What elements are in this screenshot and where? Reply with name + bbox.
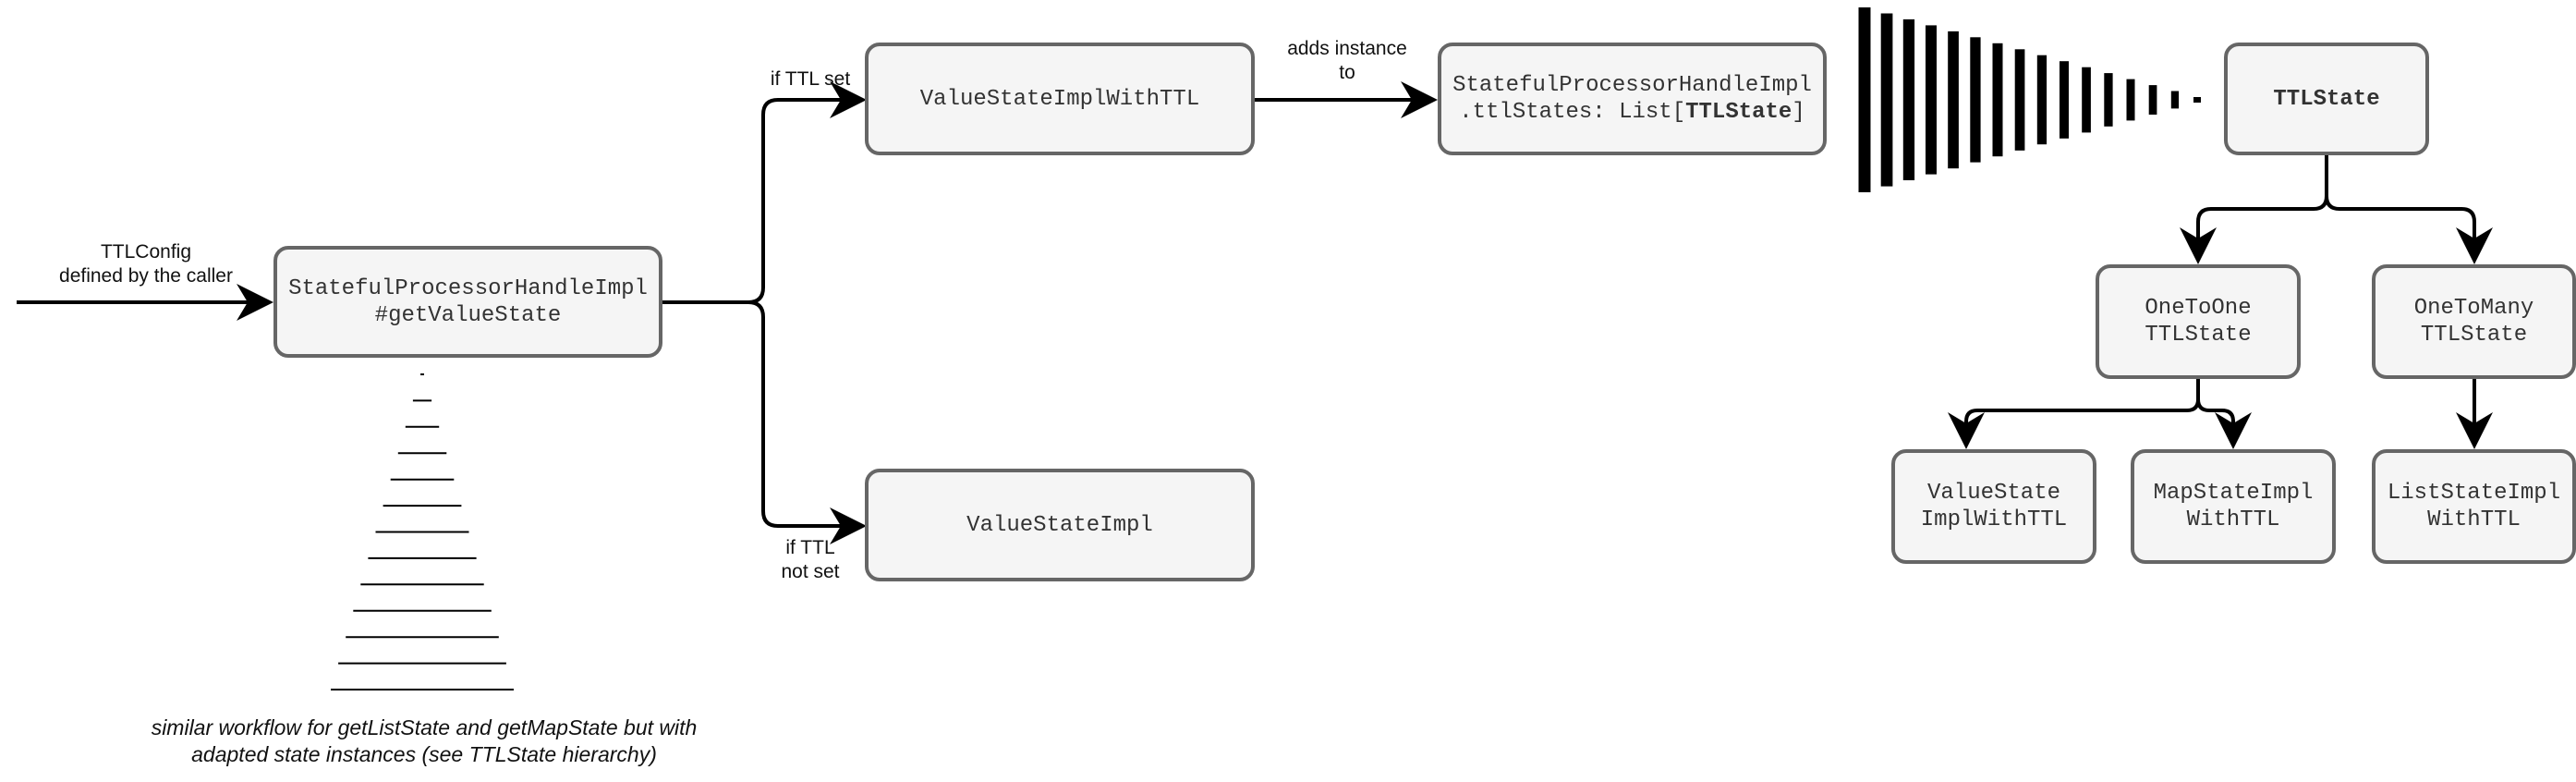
ttl-states-line1: StatefulProcessorHandleImpl (1452, 73, 1812, 98)
wedge-bar (2060, 61, 2069, 139)
one-to-one-line2: TTLState (2145, 323, 2252, 348)
input-label-line2: defined by the caller (59, 265, 233, 287)
ttl-states-line2-bold: TTLState (1685, 100, 1792, 125)
branch-set-label: if TTL set (770, 68, 851, 90)
branch-notset-label: if TTL not set (781, 536, 839, 584)
footnote-line2: adapted state instances (see TTLState hi… (191, 742, 657, 766)
leaf-value-state-line1: ValueState (1926, 481, 2061, 506)
wedge-bar (1992, 43, 2003, 157)
handle-box[interactable]: StatefulProcessorHandleImpl #getValueSta… (273, 246, 662, 358)
wedge-bar (2014, 49, 2025, 151)
ttl-states-box[interactable]: StatefulProcessorHandleImpl .ttlStates: … (1438, 43, 1827, 155)
inheritance-wedge (1858, 7, 2201, 192)
wedge-bar (2170, 91, 2180, 109)
branch-notset-line1: if TTL (785, 537, 835, 558)
wedge-bar (2126, 79, 2135, 121)
value-state-label: ValueStateImpl (966, 512, 1153, 538)
input-label-line1: TTLConfig (100, 241, 192, 263)
input-label: TTLConfig defined by the caller (59, 240, 233, 288)
leaf-map-state-box[interactable]: MapStateImpl WithTTL (2131, 449, 2336, 564)
leaf-map-state-line1: MapStateImpl (2153, 481, 2314, 506)
wedge-bar (1926, 25, 1937, 175)
leaf-list-state-line2: WithTTL (2427, 507, 2521, 532)
wedge-bar (2148, 85, 2157, 115)
ttlstate-box[interactable]: TTLState (2224, 43, 2429, 155)
handle-box-line1: StatefulProcessorHandleImpl (288, 275, 648, 301)
leaf-value-state-line2: ImplWithTTL (1920, 507, 2068, 532)
footnote-line1: similar workflow for getListState and ge… (151, 715, 698, 739)
wedge-bar (1948, 31, 1959, 169)
adds-instance-label: adds instance to (1287, 37, 1407, 85)
wedge-bar (1902, 18, 1915, 181)
wedge-bar (2193, 97, 2201, 103)
leaf-list-state-line1: ListStateImpl (2387, 481, 2561, 506)
leaf-list-state-box[interactable]: ListStateImpl WithTTL (2372, 449, 2576, 564)
handle-box-line2: #getValueState (374, 302, 562, 328)
one-to-one-box[interactable]: OneToOne TTLState (2096, 264, 2301, 379)
wedge-bar (1880, 13, 1893, 187)
value-state-box[interactable]: ValueStateImpl (865, 469, 1255, 581)
wedge-bar (2104, 73, 2113, 127)
branch-notset-line2: not set (781, 561, 840, 582)
edge-handle-to-ttl-impl (662, 81, 867, 304)
adds-instance-line1: adds instance (1287, 38, 1407, 59)
one-to-many-box[interactable]: OneToMany TTLState (2372, 264, 2576, 379)
value-state-ttl-label: ValueStateImplWithTTL (919, 86, 1200, 112)
ttl-states-line2-prefix: .ttlStates: List[ (1459, 100, 1686, 125)
wedge-bar (1858, 7, 1871, 192)
edge-ttlstate-to-one-to-one (2180, 155, 2328, 264)
one-to-many-line2: TTLState (2420, 323, 2528, 348)
leaf-value-state-box[interactable]: ValueState ImplWithTTL (1891, 449, 2096, 564)
one-to-many-line1: OneToMany (2413, 296, 2534, 321)
edge-one-to-one-to-map-state (2196, 398, 2252, 449)
leaf-map-state-line2: WithTTL (2186, 507, 2280, 532)
workflow-pyramid (331, 373, 514, 690)
one-to-one-line1: OneToOne (2145, 296, 2252, 321)
ttlstate-label: TTLState (2273, 86, 2380, 112)
edge-handle-to-impl (747, 300, 867, 544)
ttl-states-line2-suffix: ] (1792, 100, 1805, 125)
edge-one-to-one-to-value-state (1948, 379, 2200, 449)
value-state-ttl-box[interactable]: ValueStateImplWithTTL (865, 43, 1255, 155)
ttl-states-line2: .ttlStates: List[TTLState] (1459, 99, 1804, 126)
wedge-bar (1970, 37, 1981, 163)
wedge-bar (2082, 67, 2091, 133)
adds-instance-line2: to (1339, 62, 1355, 83)
footnote: similar workflow for getListState and ge… (152, 715, 698, 768)
wedge-bar (2036, 55, 2047, 145)
edge-ttlstate-to-one-to-many (2325, 195, 2493, 264)
